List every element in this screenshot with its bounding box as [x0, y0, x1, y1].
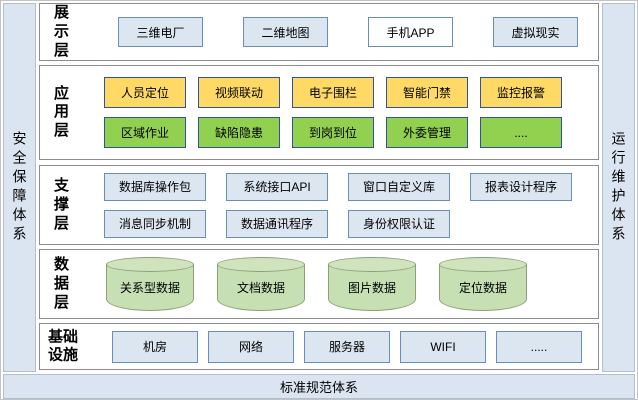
application-node: 视频联动 — [198, 77, 280, 108]
cylinder-top-ellipse — [106, 257, 194, 272]
application-node: 缺陷隐患 — [198, 117, 280, 148]
support-node: 消息同步机制 — [104, 209, 206, 238]
support-node: 报表设计程序 — [470, 172, 572, 201]
layer-data-label: 数据层 — [53, 255, 69, 311]
layer-display-content: 三维电厂 二维地图 手机APP 虚拟现实 — [118, 4, 578, 60]
infrastructure-node: 机房 — [112, 330, 198, 363]
layer-display-label: 展示层 — [53, 3, 69, 59]
bottom-panel-standard-specification-system: 标准规范体系 — [3, 374, 635, 399]
layer-application-row-2: 区域作业缺陷隐患到岗到位外委管理.... — [104, 117, 588, 148]
support-node: 数据通讯程序 — [226, 209, 328, 238]
application-node: 到岗到位 — [292, 117, 374, 148]
right-panel-operation-maintenance-system: 运行维护体系 — [602, 3, 635, 372]
data-cylinder: 文档数据 — [217, 257, 305, 311]
data-cylinder: 定位数据 — [439, 257, 527, 311]
application-node: 外委管理 — [386, 117, 468, 148]
right-panel-label: 运行维护体系 — [610, 130, 627, 245]
layer-application-label: 应用层 — [53, 84, 69, 139]
application-node: 电子围栏 — [292, 77, 374, 108]
layer-application: 应用层人员定位视频联动电子围栏智能门禁监控报警区域作业缺陷隐患到岗到位外委管理.… — [39, 65, 599, 160]
application-node: 人员定位 — [104, 77, 186, 108]
support-node: 数据库操作包 — [104, 172, 206, 201]
layer-support: 支撑层 数据库操作包系统接口API 窗口自定义库报表设计程序消息同步机制数据通讯程序… — [39, 165, 599, 245]
cylinder-label: 关系型数据 — [119, 281, 180, 295]
application-node: 区域作业 — [104, 117, 186, 148]
layer-infrastructure-content: 机房网络服务器 WIFI..... — [112, 324, 588, 369]
cylinder-top-ellipse — [217, 257, 305, 272]
application-node: .... — [480, 117, 562, 148]
support-node: 系统接口API — [226, 172, 328, 201]
layers-container: 展示层 三维电厂 二维地图 手机APP 虚拟现实应用层 人员定位视频联动电子围栏智能门禁监… — [39, 1, 599, 374]
infrastructure-node: ..... — [496, 330, 582, 363]
data-cylinder: 关系型数据 — [106, 257, 194, 311]
display-node: 手机APP — [368, 17, 453, 47]
layer-data: 数据层 关系型数据 文档数据 图片数据 定位数据 — [39, 249, 599, 319]
infrastructure-node: WIFI — [400, 330, 486, 363]
layer-application-content: 人员定位视频联动电子围栏智能门禁监控报警区域作业缺陷隐患到岗到位外委管理.... — [104, 66, 588, 159]
cylinder-top-ellipse — [328, 257, 416, 272]
infrastructure-node: 服务器 — [304, 330, 390, 363]
data-cylinder: 图片数据 — [328, 257, 416, 311]
cylinder-label: 定位数据 — [458, 281, 507, 295]
layer-support-row-1: 数据库操作包系统接口API 窗口自定义库报表设计程序 — [104, 172, 588, 201]
layer-infrastructure: 基础设施 机房网络服务器 WIFI..... — [39, 323, 599, 370]
layer-display-row-1: 三维电厂 二维地图 手机APP 虚拟现实 — [118, 17, 578, 47]
layer-support-row-2: 消息同步机制数据通讯程序身份权限认证 — [104, 209, 588, 238]
cylinder-label: 图片数据 — [347, 281, 396, 295]
layer-display: 展示层 三维电厂 二维地图 手机APP 虚拟现实 — [39, 3, 599, 61]
support-node: 窗口自定义库 — [348, 172, 450, 201]
left-panel-security-system: 安全保障体系 — [3, 3, 36, 372]
display-node: 二维地图 — [243, 17, 328, 47]
bottom-panel-label: 标准规范体系 — [279, 380, 358, 395]
layer-data-row-1: 关系型数据 文档数据 图片数据 定位数据 — [106, 257, 588, 311]
display-node: 三维电厂 — [118, 17, 203, 47]
layer-application-row-1: 人员定位视频联动电子围栏智能门禁监控报警 — [104, 77, 588, 108]
left-panel-label: 安全保障体系 — [11, 130, 28, 245]
layer-support-content: 数据库操作包系统接口API 窗口自定义库报表设计程序消息同步机制数据通讯程序身份权… — [104, 166, 588, 244]
layer-infrastructure-row-1: 机房网络服务器 WIFI..... — [112, 330, 588, 363]
display-node: 虚拟现实 — [493, 17, 578, 47]
application-node: 智能门禁 — [386, 77, 468, 108]
infrastructure-node: 网络 — [208, 330, 294, 363]
application-node: 监控报警 — [480, 77, 562, 108]
support-node: 身份权限认证 — [348, 209, 450, 238]
layer-support-label: 支撑层 — [53, 176, 69, 232]
cylinder-label: 文档数据 — [236, 281, 285, 295]
cylinder-top-ellipse — [439, 257, 527, 272]
layer-infrastructure-label: 基础设施 — [47, 327, 78, 364]
layer-data-content: 关系型数据 文档数据 图片数据 定位数据 — [106, 250, 588, 318]
